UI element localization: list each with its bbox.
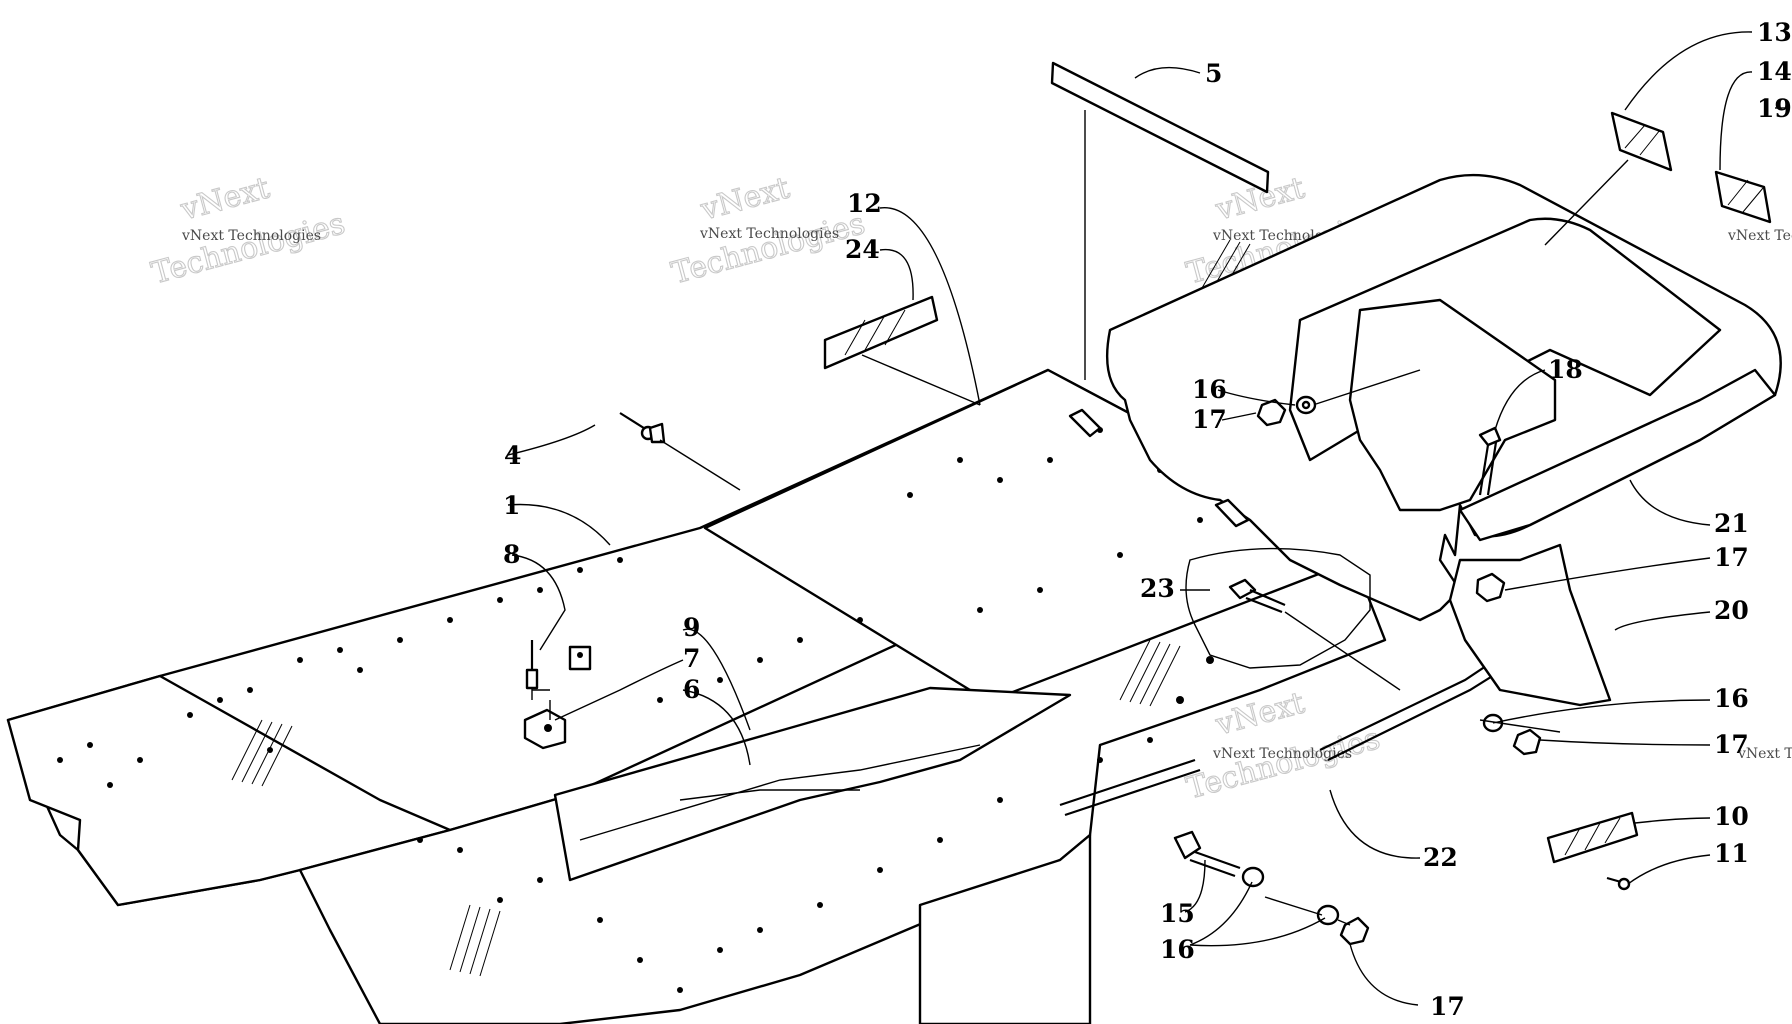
callout-17-right: 17 bbox=[1714, 730, 1749, 759]
reflector-14 bbox=[1714, 170, 1772, 224]
running-board bbox=[553, 686, 1072, 882]
callout-12: 12 bbox=[847, 189, 882, 218]
callout-21: 21 bbox=[1714, 509, 1749, 538]
rear-bracket bbox=[918, 833, 1092, 1024]
callout-18: 18 bbox=[1548, 355, 1583, 384]
leader-lines bbox=[507, 31, 1790, 1006]
callout-22: 22 bbox=[1423, 843, 1458, 872]
callout-15: 15 bbox=[1160, 899, 1195, 928]
rear-bumper-assembly bbox=[1106, 173, 1782, 707]
washer-16-lower-a bbox=[1241, 866, 1265, 888]
rivet-8 bbox=[525, 640, 539, 700]
callout-20: 20 bbox=[1714, 596, 1749, 625]
rivet-4 bbox=[619, 412, 666, 444]
callout-16-upper: 16 bbox=[1192, 375, 1227, 404]
callout-11: 11 bbox=[1714, 839, 1749, 868]
decal-5 bbox=[1050, 61, 1270, 194]
callout-23: 23 bbox=[1140, 574, 1175, 603]
bumper-rail bbox=[1458, 368, 1777, 542]
callout-1: 1 bbox=[503, 491, 520, 520]
cable-loop bbox=[1185, 547, 1371, 669]
bumper-bracket bbox=[1348, 298, 1557, 512]
callout-17-lower: 17 bbox=[1430, 992, 1465, 1021]
callout-10: 10 bbox=[1714, 802, 1749, 831]
watermark-text: vNext Technologies bbox=[181, 228, 321, 244]
watermark-word1: vNext bbox=[176, 170, 273, 227]
callout-labels: 5 13 14 19 12 24 4 1 8 9 7 6 23 16 17 18… bbox=[503, 18, 1792, 1021]
clip-9 bbox=[568, 645, 592, 671]
bumper-mount-plate bbox=[1448, 543, 1612, 707]
watermark-word2: Technologies bbox=[148, 206, 349, 291]
callout-5: 5 bbox=[1205, 59, 1222, 88]
callout-17-upper: 17 bbox=[1192, 405, 1227, 434]
decal-24 bbox=[823, 295, 939, 370]
reflector-13 bbox=[1610, 111, 1673, 172]
callout-7: 7 bbox=[683, 644, 700, 673]
watermark-text: vNext Technologies bbox=[1737, 746, 1792, 762]
nut-17-mid bbox=[1475, 572, 1506, 603]
watermark-text: vNext Technologies bbox=[1212, 746, 1352, 762]
bolt-18 bbox=[1478, 426, 1502, 496]
watermark-word1: vNext bbox=[696, 170, 793, 227]
nut-17-right bbox=[1512, 728, 1542, 756]
reflector-10 bbox=[1546, 811, 1639, 864]
callout-14: 14 bbox=[1757, 57, 1792, 86]
watermark-text: vNext Technologies bbox=[699, 226, 839, 242]
callout-13: 13 bbox=[1757, 18, 1792, 47]
callout-16-right: 16 bbox=[1714, 684, 1749, 713]
rivet-holes bbox=[57, 427, 1253, 993]
bolt-15 bbox=[1173, 830, 1241, 878]
nut-17-upper bbox=[1256, 398, 1287, 427]
washer-16-upper bbox=[1295, 395, 1317, 415]
watermark-text: vNext Technologies bbox=[1727, 228, 1792, 244]
seat-pins bbox=[1068, 408, 1250, 528]
callout-4: 4 bbox=[504, 441, 521, 470]
screw-11 bbox=[1606, 876, 1631, 891]
callout-19: 19 bbox=[1757, 94, 1792, 123]
watermark-word2: Technologies bbox=[668, 206, 869, 291]
callout-16-lower: 16 bbox=[1160, 935, 1195, 964]
tunnel-front-flap bbox=[6, 674, 452, 907]
callout-17-mid: 17 bbox=[1714, 543, 1749, 572]
nut-17-lower bbox=[1339, 916, 1370, 946]
callout-8: 8 bbox=[503, 540, 520, 569]
callout-24: 24 bbox=[845, 235, 880, 264]
bolt-23 bbox=[1228, 578, 1286, 614]
callout-6: 6 bbox=[683, 675, 700, 704]
callout-9: 9 bbox=[683, 613, 700, 642]
